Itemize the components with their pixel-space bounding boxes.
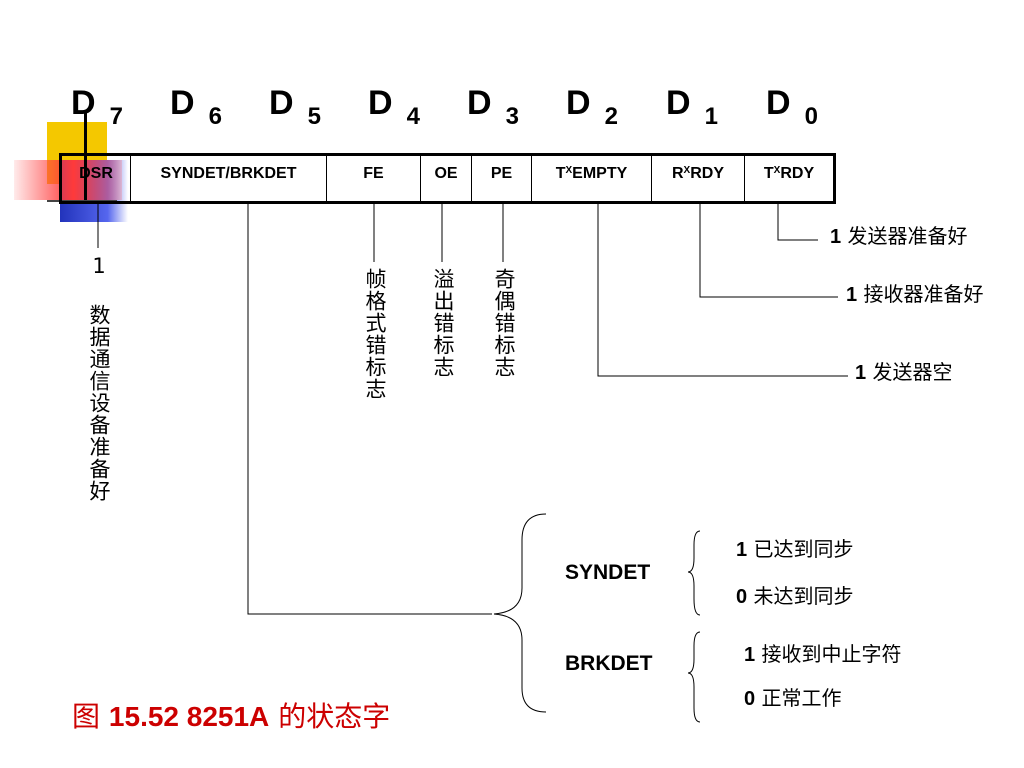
brkdet-zero-label: 0 正常工作 bbox=[744, 686, 842, 710]
figure-caption: 图 15.52 8251A 的状态字 bbox=[72, 700, 391, 733]
oe-description: 溢出错标志 bbox=[431, 268, 455, 378]
syndet-name: SYNDET bbox=[565, 561, 651, 584]
rxrdy-label: 1 接收器准备好 bbox=[846, 282, 984, 306]
field-fe: FE bbox=[327, 156, 421, 201]
field-syndet-brkdet: SYNDET/BRKDET bbox=[131, 156, 327, 201]
field-oe: OE bbox=[421, 156, 472, 201]
syndet-zero-label: 0 未达到同步 bbox=[736, 584, 854, 608]
brkdet-one-label: 1 接收到中止字符 bbox=[744, 642, 902, 666]
syndet-one-label: 1 已达到同步 bbox=[736, 537, 854, 561]
brkdet-name: BRKDET bbox=[565, 652, 653, 675]
txempty-connector bbox=[597, 204, 848, 377]
main-brace bbox=[493, 513, 547, 713]
rxrdy-connector bbox=[699, 204, 838, 298]
txrdy-label: 1 发送器准备好 bbox=[830, 224, 968, 248]
pe-description: 奇偶错标志 bbox=[492, 268, 516, 378]
field-pe: PE bbox=[472, 156, 532, 201]
txrdy-connector bbox=[777, 204, 818, 241]
txempty-label: 1 发送器空 bbox=[855, 360, 953, 384]
decor-red-bar bbox=[14, 160, 122, 200]
fe-description: 帧格式错标志 bbox=[363, 268, 387, 400]
syndet-brkdet-connector bbox=[247, 204, 492, 615]
brkdet-brace bbox=[687, 631, 701, 723]
decor-vertical-line bbox=[84, 112, 87, 204]
field-dsr: DSR bbox=[62, 156, 131, 201]
syndet-brace bbox=[687, 530, 701, 616]
dsr-description: 1 数据通信设备准备好 bbox=[87, 254, 111, 502]
